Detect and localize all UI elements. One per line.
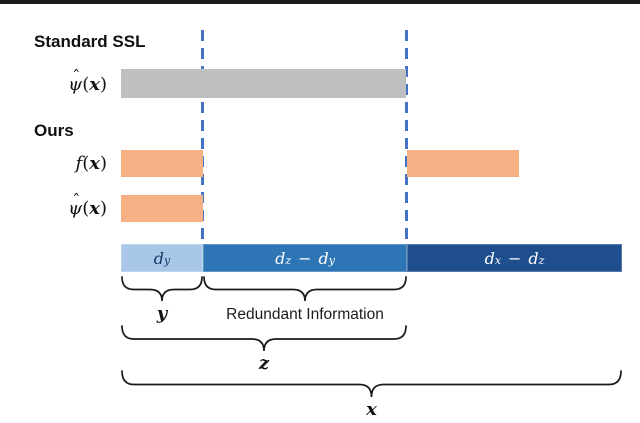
hat-accent: ˆ: [72, 191, 81, 211]
label-x: x: [366, 399, 377, 420]
brace-x: [121, 370, 622, 398]
ours-heading: Ours: [34, 121, 74, 140]
brace-y: [121, 276, 203, 302]
top-border-rule: [0, 0, 640, 4]
dashed-boundary-line-right: [405, 30, 408, 242]
label-z: z: [258, 353, 270, 374]
standard-ssl-heading: Standard SSL: [34, 32, 146, 51]
standard-ssl-representation-bar: [121, 69, 406, 98]
hat-accent: ˆ: [72, 67, 81, 87]
label-y: y: [156, 303, 168, 324]
f-representation-bar-left: [121, 150, 203, 177]
dashed-boundary-line-left: [201, 30, 204, 242]
brace-redundant-information: [203, 276, 407, 302]
f-representation-bar-right: [407, 150, 519, 177]
f-x-label: f(x): [75, 153, 107, 174]
label-redundant-information: Redundant Information: [226, 306, 384, 323]
brace-z: [121, 325, 407, 352]
psi-representation-bar: [121, 195, 203, 222]
